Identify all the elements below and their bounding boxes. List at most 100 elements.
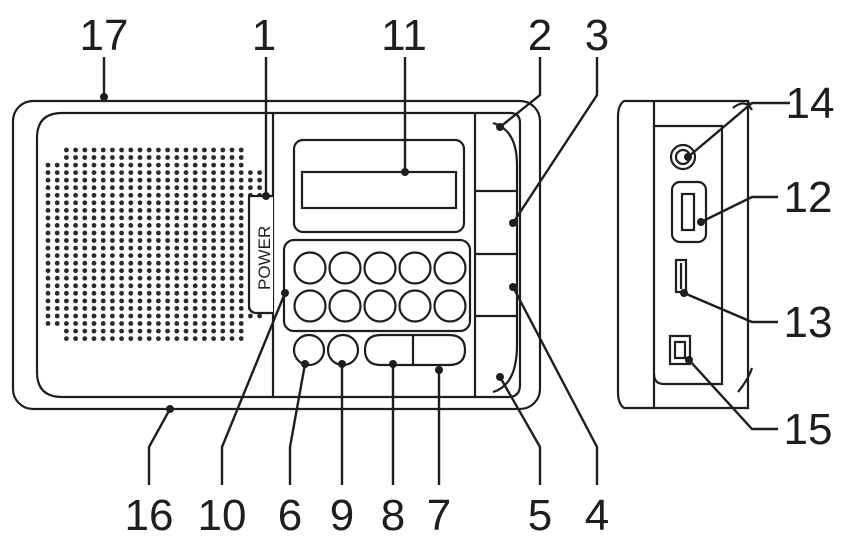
grille-hole <box>183 215 189 221</box>
grille-hole <box>128 260 134 266</box>
keypad-button[interactable] <box>328 289 362 323</box>
grille-hole <box>110 192 115 198</box>
grille-hole <box>146 147 152 153</box>
grille-hole <box>202 177 207 183</box>
grille-hole <box>45 245 51 251</box>
grille-hole <box>73 200 78 206</box>
keypad-button[interactable] <box>328 251 362 285</box>
callout-12: 12 <box>784 173 833 222</box>
grille-hole <box>174 298 180 304</box>
grille-hole <box>229 313 235 319</box>
power-switch[interactable] <box>247 194 273 315</box>
grille-hole <box>238 215 244 221</box>
mini-usb-port[interactable] <box>668 334 692 366</box>
grille-hole <box>91 298 97 304</box>
keypad-button[interactable] <box>398 251 432 285</box>
grille-hole <box>128 328 134 334</box>
grille-hole <box>146 245 152 251</box>
number-keypad <box>293 251 467 323</box>
grille-hole <box>54 298 60 304</box>
grille-hole <box>211 313 217 319</box>
grille-hole <box>100 268 106 274</box>
grille-hole <box>64 185 69 191</box>
callout-9: 9 <box>330 491 354 540</box>
grille-hole <box>128 192 134 198</box>
grille-hole <box>156 162 161 168</box>
grille-hole <box>192 230 198 236</box>
grille-hole <box>229 223 235 228</box>
grille-hole <box>110 268 115 274</box>
grille-hole <box>156 238 161 243</box>
grille-hole <box>220 230 226 236</box>
grille-hole <box>100 336 106 341</box>
grille-hole <box>119 185 124 191</box>
grille-hole <box>202 313 207 319</box>
grille-hole <box>119 238 124 243</box>
grille-hole <box>211 177 217 183</box>
grille-hole <box>146 290 152 296</box>
grille-hole <box>137 192 143 198</box>
grille-hole <box>82 177 88 183</box>
lcd-display <box>300 170 458 210</box>
keypad-button[interactable] <box>433 251 467 285</box>
grille-hole <box>202 223 207 228</box>
earphone-jack[interactable] <box>669 143 697 171</box>
grille-hole <box>54 283 60 289</box>
grille-hole <box>110 170 115 176</box>
grille-hole <box>100 223 106 228</box>
grille-hole <box>156 283 161 289</box>
grille-hole <box>119 208 124 213</box>
keypad-button[interactable] <box>398 289 432 323</box>
grille-hole <box>174 275 180 281</box>
grille-hole <box>119 253 124 258</box>
callout-4: 4 <box>585 491 609 540</box>
keypad-button[interactable] <box>433 289 467 323</box>
grille-hole <box>91 192 97 198</box>
grille-hole <box>128 185 134 191</box>
grille-hole <box>192 177 198 183</box>
grille-hole <box>248 185 253 191</box>
callout-16: 16 <box>125 491 174 540</box>
grille-hole <box>183 298 189 304</box>
grille-hole <box>110 283 115 289</box>
grille-hole <box>192 238 198 243</box>
keypad-button[interactable] <box>293 251 327 285</box>
leader-4-dot <box>509 283 517 291</box>
usb-port[interactable] <box>670 180 708 244</box>
leader-5 <box>498 376 542 485</box>
grille-hole <box>165 275 171 281</box>
grille-hole <box>165 230 171 236</box>
grille-hole <box>192 275 198 281</box>
grille-hole <box>146 155 152 160</box>
leader-2-dot <box>496 123 504 131</box>
grille-hole <box>119 260 124 266</box>
grille-hole <box>229 275 235 281</box>
grille-hole <box>174 200 180 206</box>
grille-hole <box>100 275 106 281</box>
grille-hole <box>220 170 226 176</box>
leader-4 <box>511 286 599 485</box>
button-6[interactable] <box>292 333 326 367</box>
keypad-button[interactable] <box>363 289 397 323</box>
grille-hole <box>238 162 244 168</box>
grille-hole <box>73 170 78 176</box>
grille-hole <box>238 230 244 236</box>
grille-hole <box>54 185 60 191</box>
grille-hole <box>211 147 217 153</box>
grille-hole <box>91 238 97 243</box>
grille-hole <box>100 238 106 243</box>
grille-hole <box>211 238 217 243</box>
grille-hole <box>165 306 171 311</box>
grille-hole <box>119 283 124 289</box>
grille-hole <box>82 238 88 243</box>
grille-hole <box>229 208 235 213</box>
grille-hole <box>229 147 235 153</box>
keypad-button[interactable] <box>363 251 397 285</box>
grille-hole <box>211 321 217 326</box>
keypad-button[interactable] <box>293 289 327 323</box>
grille-hole <box>146 223 152 228</box>
grille-hole <box>82 230 88 236</box>
grille-hole <box>137 268 143 274</box>
grille-hole <box>64 336 69 341</box>
grille-hole <box>128 321 134 326</box>
